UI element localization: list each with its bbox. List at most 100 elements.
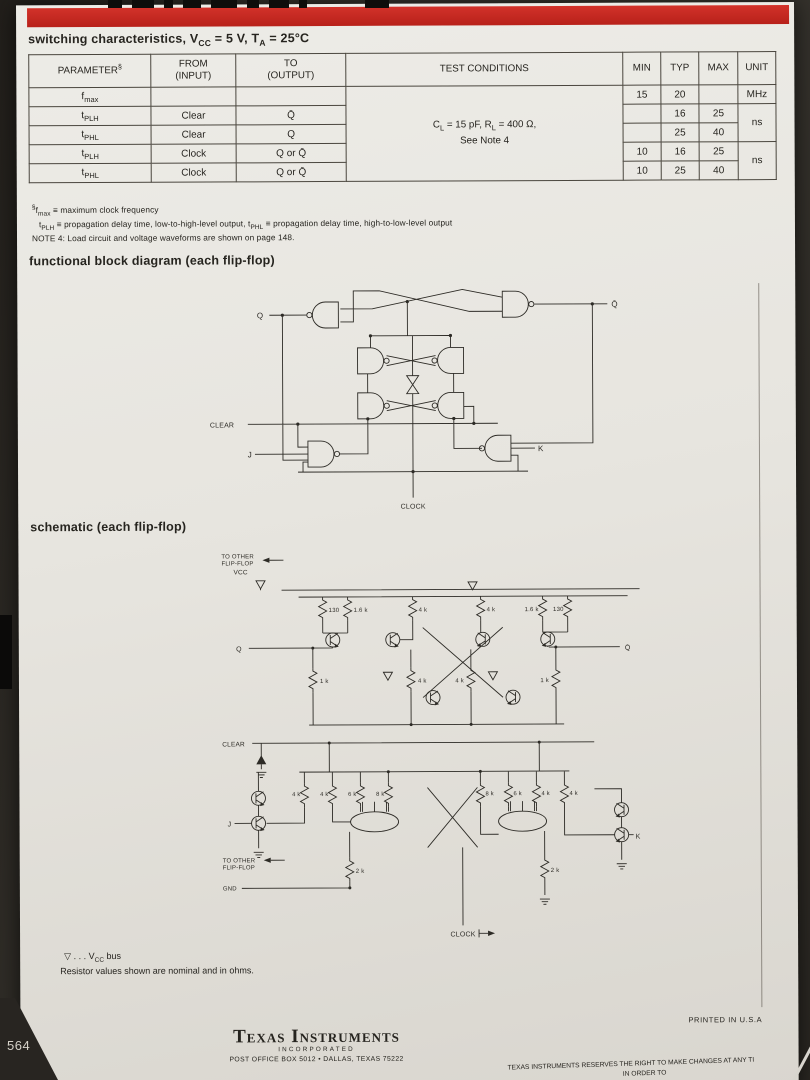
j-node-label: J — [228, 821, 232, 828]
printed-in-usa: PRINTED IN U.S.A — [688, 1015, 763, 1025]
cell-unit: ns — [738, 141, 777, 180]
qbar-node-label: Q̄ — [625, 644, 631, 652]
resistor-label: 8 k — [485, 791, 493, 797]
resistor-label: 8 k — [376, 792, 384, 798]
clear-input-label: CLEAR — [210, 422, 234, 429]
resistor-label: 2 k — [551, 868, 560, 874]
title-text: switching characteristics, V — [28, 31, 199, 47]
cell-min: 10 — [623, 161, 662, 181]
cell-from — [150, 86, 236, 107]
col-header-test-conditions: TEST CONDITIONS — [345, 52, 623, 87]
schematic-network — [234, 557, 640, 938]
col-header-typ: TYP — [660, 51, 699, 86]
cell-typ: 25 — [661, 122, 700, 143]
vcc-bus-dots: . . . — [73, 951, 87, 962]
col-header-unit: UNIT — [737, 51, 776, 85]
q-node-label: Q — [236, 646, 242, 653]
to-other-flipflop-bottom-label: TO OTHER — [223, 858, 256, 864]
resistor-label: 4 k — [455, 678, 464, 684]
vcc-bus-sub: CC — [94, 956, 105, 964]
resistor-label: 4 k — [292, 792, 300, 798]
resistor-label: 4 k — [569, 791, 577, 797]
cell-unit: MHz — [737, 84, 776, 104]
cell-parameter: tPHL — [29, 125, 152, 145]
to-other-flipflop-top-label2: FLIP-FLOP — [221, 561, 253, 567]
ti-address: POST OFFICE BOX 5012 • DALLAS, TEXAS 752… — [229, 1055, 404, 1064]
resistor-label: 6 k — [513, 791, 521, 797]
rights-notice: TEXAS INSTRUMENTS RESERVES THE RIGHT TO … — [507, 1054, 810, 1080]
functional-block-diagram: Q Q̄ CLEAR J K CLOCK — [210, 288, 618, 511]
cell-parameter: tPLH — [29, 144, 152, 164]
cell-from: Clock — [151, 143, 237, 164]
datasheet-page: switching characteristics, VCC = 5 V, TA… — [16, 1, 799, 1080]
cell-min: 10 — [623, 142, 662, 162]
resistor-label: 130 — [329, 608, 340, 614]
vcc-bus-note: ▽ . . . VCC bus — [64, 951, 121, 964]
cell-typ: 20 — [660, 84, 699, 105]
resistor-label: 6 k — [348, 792, 356, 798]
resistor-label: 4 k — [418, 679, 427, 685]
cell-to — [235, 86, 346, 106]
resistor-label: 4 k — [487, 607, 496, 613]
cell-from: Clock — [151, 162, 237, 183]
cell-max: 40 — [699, 122, 739, 142]
test-conditions-cell: CL = 15 pF, RL = 400 Ω, See Note 4 — [345, 85, 624, 182]
cell-to: Q̄ — [235, 105, 347, 125]
gnd-label: GND — [223, 886, 237, 892]
col-header-parameter: PARAMETER§ — [28, 54, 151, 88]
vcc-label: VCC — [233, 569, 247, 576]
q-output-label: Q — [257, 311, 263, 320]
resistor-label: 130 — [553, 607, 564, 613]
cell-to: Q or Q̄ — [236, 143, 347, 163]
cell-parameter: tPLH — [28, 106, 152, 126]
clock-input-label: CLOCK — [401, 504, 426, 511]
cell-parameter: fmax — [28, 87, 151, 107]
footnote-note4: NOTE 4: Load circuit and voltage wavefor… — [31, 232, 295, 244]
resistor-label: 1 k — [320, 679, 329, 685]
col-header-max: MAX — [698, 51, 738, 85]
cell-unit: ns — [737, 103, 777, 142]
cropped-print-fragment — [108, 0, 399, 9]
resistor-label: 4 k — [541, 791, 549, 797]
resistor-label: 1 k — [540, 678, 549, 684]
resistor-label: 4 k — [320, 792, 328, 798]
title-text: = 5 V, T — [211, 31, 260, 46]
table-footnotes: §fmax ≡ maximum clock frequency tPLH ≡ p… — [32, 202, 452, 244]
k-node-label: K — [636, 834, 641, 841]
cell-typ: 16 — [661, 141, 700, 162]
col-header-min: MIN — [622, 52, 661, 86]
j-input-label: J — [248, 450, 252, 459]
gate-network — [247, 288, 608, 498]
publisher-footer: Texas Instruments INCORPORATED POST OFFI… — [136, 1025, 496, 1064]
table-header-row: PARAMETER§ FROM(INPUT) TO(OUTPUT) TEST C… — [28, 51, 776, 88]
resistor-label: 1.6 k — [525, 607, 540, 613]
clear-node-label: CLEAR — [222, 741, 245, 748]
k-input-label: K — [538, 444, 544, 453]
resistor-label: 4 k — [419, 608, 428, 614]
cell-typ: 16 — [660, 103, 700, 124]
binding-mark — [0, 615, 12, 689]
resistor-label: 1.6 k — [354, 608, 369, 614]
switching-characteristics-table: PARAMETER§ FROM(INPUT) TO(OUTPUT) TEST C… — [28, 51, 777, 183]
vcc-bus-symbol-icon: ▽ — [64, 951, 72, 962]
cell-parameter: tPHL — [29, 163, 152, 183]
section-title-block-diagram: functional block diagram (each flip-flop… — [29, 253, 275, 269]
transistor-schematic: TO OTHER FLIP-FLOP VCC 130 1.6 k 4 k 4 k… — [221, 554, 641, 938]
cell-min: 15 — [622, 85, 661, 105]
cell-typ: 25 — [661, 160, 700, 181]
ti-incorporated: INCORPORATED — [278, 1045, 355, 1054]
col-header-to: TO(OUTPUT) — [235, 53, 346, 87]
vcc-bus-rest: bus — [104, 950, 122, 961]
col-header-from: FROM(INPUT) — [150, 53, 236, 88]
cell-from: Clear — [150, 105, 237, 126]
cell-max — [698, 84, 738, 104]
cell-min — [622, 104, 662, 124]
to-other-flipflop-top-label: TO OTHER — [221, 554, 254, 560]
cell-to: Q — [236, 124, 347, 144]
section-title-schematic: schematic (each flip-flop) — [30, 519, 187, 535]
cell-to: Q or Q̄ — [236, 162, 347, 182]
resistor-values-note: Resistor values shown are nominal and in… — [60, 965, 254, 977]
cell-from: Clear — [151, 124, 237, 145]
page-number: 564 — [7, 1038, 31, 1053]
